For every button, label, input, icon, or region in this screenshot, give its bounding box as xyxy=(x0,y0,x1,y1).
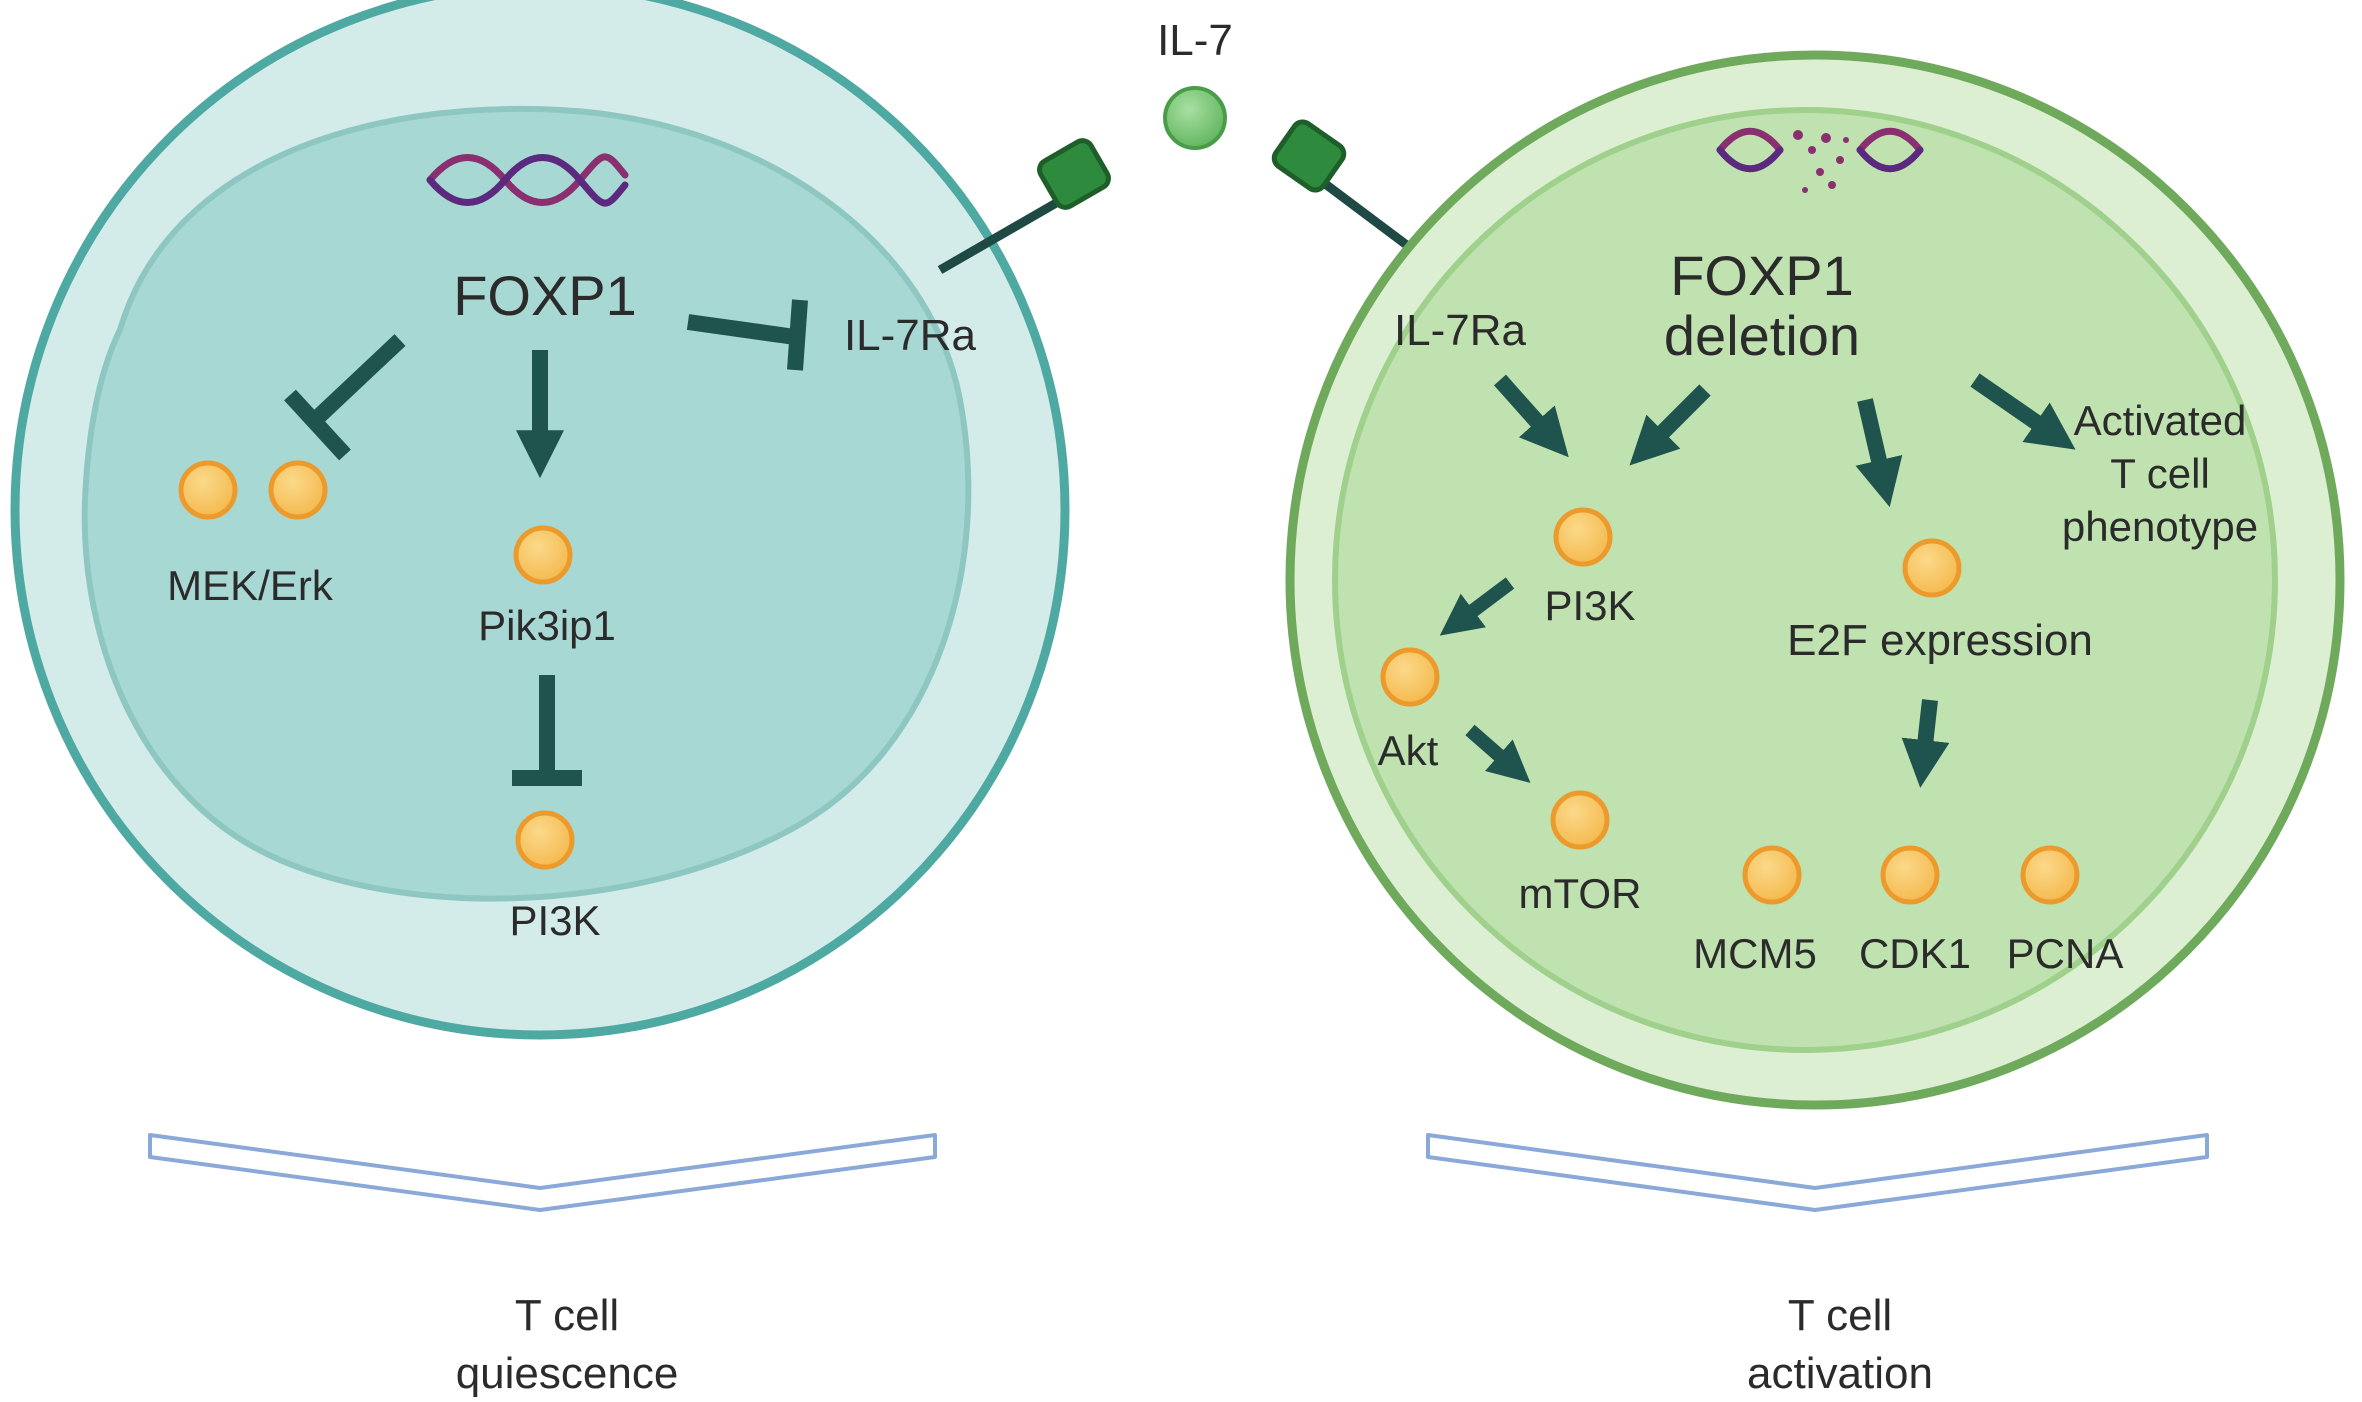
il7-receptor-left xyxy=(937,138,1111,274)
left-pi3k-label: PI3K xyxy=(509,897,600,944)
dna-fragments-icon xyxy=(1793,130,1849,193)
right-arrow-foxp1-to-e2f xyxy=(1855,398,1903,508)
il7-label: IL-7 xyxy=(1157,16,1233,65)
left-mek-node-1 xyxy=(178,460,238,520)
il7-ligand xyxy=(1163,86,1227,150)
right-akt-node xyxy=(1380,647,1440,707)
right-pi3k-node xyxy=(1553,507,1613,567)
right-arrow-foxp1-to-pi3k xyxy=(1629,384,1711,466)
left-caption-line1: T cell xyxy=(515,1291,619,1340)
right-cell: FOXP1 deletion IL-7Ra PI3K Akt mTOR E2F … xyxy=(1285,50,2345,1110)
left-receptor-head xyxy=(1037,138,1111,210)
right-arrow-foxp1-to-phenotype xyxy=(1970,373,2076,450)
right-cdk1-node xyxy=(1880,845,1940,905)
right-mcm5-node xyxy=(1742,845,1802,905)
left-inhibit-bar-mek xyxy=(284,389,351,461)
broken-dna-icon xyxy=(1716,127,1924,173)
dna-icon xyxy=(426,153,629,207)
right-phenotype-line2: T cell xyxy=(2110,450,2210,497)
left-receptor-stalk xyxy=(937,191,1073,274)
right-arrow-il7ra-to-pi3k xyxy=(1494,374,1569,458)
right-arrow-pi3k-to-akt xyxy=(1439,577,1515,636)
right-cdk1-label: CDK1 xyxy=(1859,930,1971,977)
right-mtor-node xyxy=(1550,790,1610,850)
left-gene-label: FOXP1 xyxy=(453,264,637,327)
left-mek-node-2 xyxy=(268,460,328,520)
right-gene-label-line1: FOXP1 xyxy=(1670,244,1854,307)
left-mek-label: MEK/Erk xyxy=(167,562,334,609)
left-receptor-label: IL-7Ra xyxy=(844,311,977,360)
left-cell-cytoplasm xyxy=(81,105,972,902)
right-caption-line2: activation xyxy=(1747,1349,1933,1398)
right-gene-label-line2: deletion xyxy=(1664,304,1860,367)
right-pi3k-label: PI3K xyxy=(1544,582,1635,629)
left-pik3ip1-node xyxy=(513,525,573,585)
right-arrow-akt-to-mtor xyxy=(1465,724,1531,783)
right-caption-line1: T cell xyxy=(1788,1291,1892,1340)
right-receptor-label: IL-7Ra xyxy=(1394,306,1527,355)
left-bracket xyxy=(148,1133,937,1212)
right-pcna-label: PCNA xyxy=(2007,930,2124,977)
right-arrow-e2f-to-targets xyxy=(1901,699,1950,788)
right-mtor-label: mTOR xyxy=(1519,870,1642,917)
right-e2f-label: E2F expression xyxy=(1787,616,2093,665)
left-pi3k-node xyxy=(515,810,575,870)
right-mcm5-label: MCM5 xyxy=(1693,930,1817,977)
left-inhibit-line-mek xyxy=(309,334,406,426)
right-phenotype-line1: Activated xyxy=(2074,397,2247,444)
left-pik3ip1-label: Pik3ip1 xyxy=(478,602,616,649)
left-caption-line2: quiescence xyxy=(456,1349,679,1398)
right-e2f-node xyxy=(1902,538,1962,598)
right-pcna-node xyxy=(2020,845,2080,905)
right-bracket xyxy=(1426,1133,2209,1212)
left-inhibit-line-il7ra xyxy=(686,314,797,345)
right-phenotype-line3: phenotype xyxy=(2062,503,2258,550)
right-receptor-head xyxy=(1271,119,1347,193)
left-cell: FOXP1 IL-7Ra MEK/Erk Pik3ip1 PI3K xyxy=(10,0,1070,1040)
right-akt-label: Akt xyxy=(1378,727,1439,774)
left-inhibit-bar-il7ra xyxy=(787,299,808,371)
